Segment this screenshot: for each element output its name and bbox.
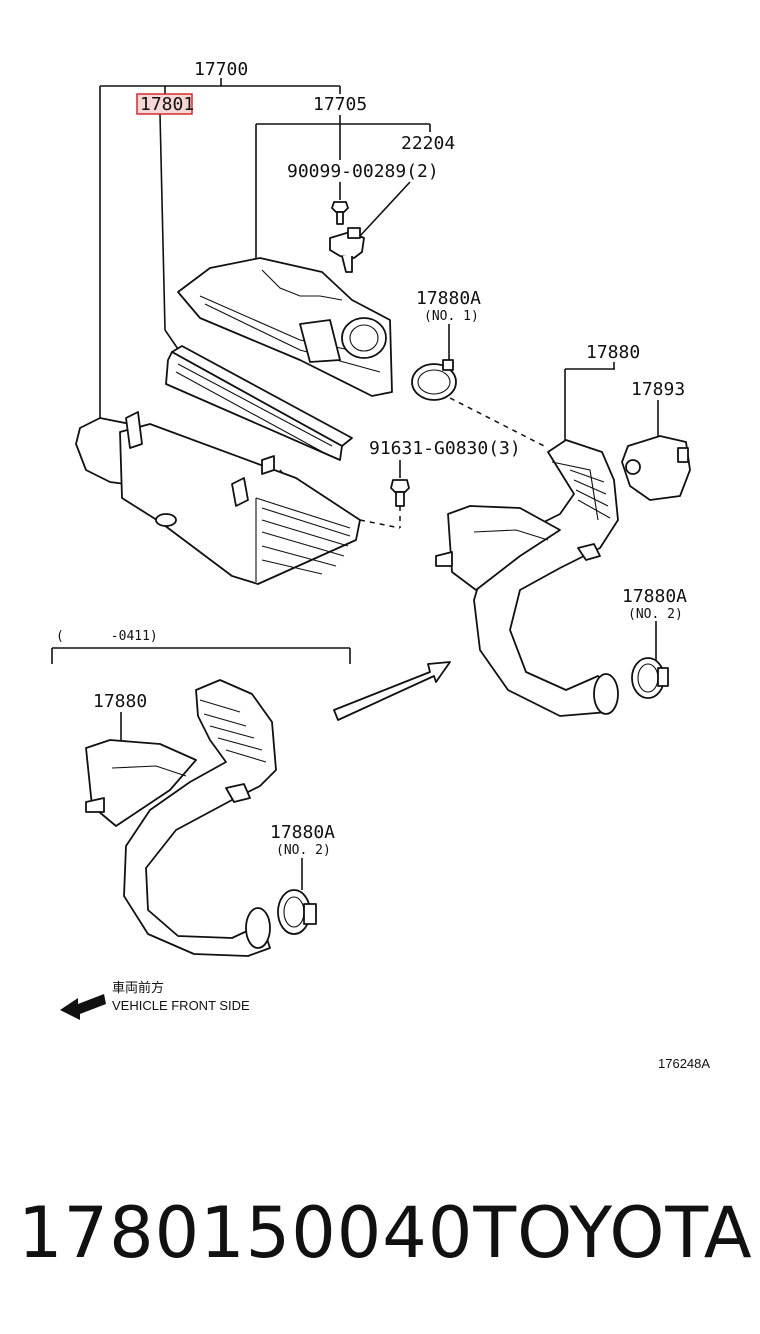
callout-17880-left: 17880 [93,691,147,712]
callout-17880-right: 17880 [586,342,640,363]
callout-91631-g0830: 91631-G0830(3) [369,438,521,459]
part-number: 1780150040 [18,1192,474,1274]
callout-90099-00289: 90099-00289(2) [287,161,439,182]
hose-clamp-no1-part[interactable] [411,359,457,401]
vehicle-front-arrow-icon [60,994,106,1020]
resonator-part[interactable] [621,435,691,501]
air-cleaner-case-part[interactable] [75,411,361,585]
callout-17880a-no2-right: 17880A [622,586,687,607]
inlet-duct-right-part[interactable] [435,439,619,717]
callout-17880a-no2-right-note: (NO. 2) [628,607,683,622]
vehicle-front-japanese: 車両前方 [112,980,164,995]
callout-17880a-no2-bottom-note: (NO. 2) [276,843,331,858]
screw-part[interactable] [331,201,349,225]
hose-clamp-no2-bottom-part[interactable] [277,889,317,935]
callout-22204: 22204 [401,133,455,154]
leader-lines [51,78,659,890]
air-cleaner-cap-part[interactable] [177,257,393,397]
vehicle-front-english: VEHICLE FRONT SIDE [112,998,250,1013]
footer: 1780150040 TOYOTA [18,1188,752,1278]
filter-element-part[interactable] [165,345,353,461]
bolt-part[interactable] [390,479,410,507]
callout-17880a-no1-note: (NO. 1) [424,309,479,324]
callout-17700: 17700 [194,59,248,80]
callout-17880a-no1: 17880A [416,288,481,309]
callout-17801[interactable]: 17801 [140,94,194,115]
callout-17893: 17893 [631,379,685,400]
callout-17705: 17705 [313,94,367,115]
inlet-duct-left-part[interactable] [85,679,277,957]
highlight-box-17801 [136,93,193,115]
dashed-guides [279,397,549,529]
callout-17880a-no2-bottom: 17880A [270,822,335,843]
hose-clamp-no2-right-part[interactable] [631,657,669,699]
figure-code: 176248A [658,1056,710,1071]
date-range-note: ( -0411) [56,629,158,644]
air-flow-meter-part[interactable] [329,227,365,273]
direction-arrow [333,661,451,721]
brand-name: TOYOTA [473,1192,753,1274]
